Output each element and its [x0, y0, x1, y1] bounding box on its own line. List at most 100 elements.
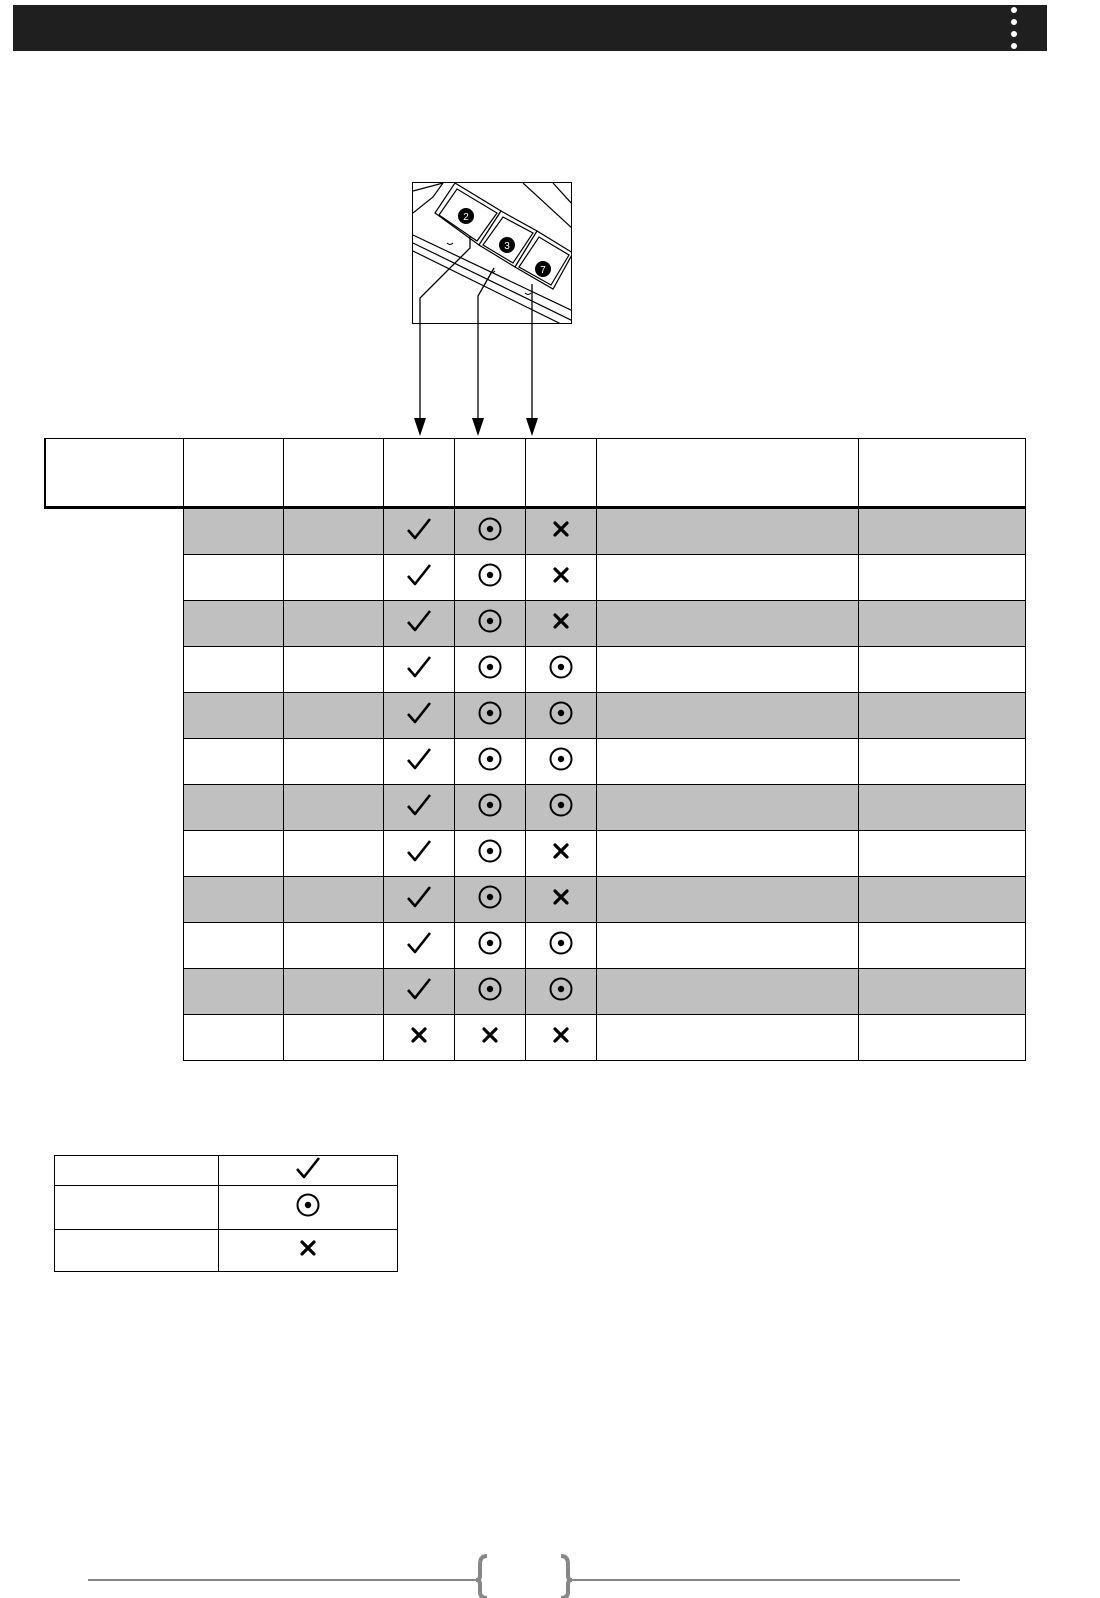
check-icon [406, 564, 431, 586]
table-cell [282, 968, 384, 1015]
symbol-cell-check [382, 600, 455, 647]
cross-icon [300, 1240, 316, 1256]
check-icon [406, 702, 431, 724]
symbol-cell-dot [453, 507, 526, 555]
table-cell [282, 507, 384, 555]
symbol-cell-check [382, 646, 455, 693]
symbol-cell-dot [453, 600, 526, 647]
blank-cell [45, 508, 183, 555]
table-cell [182, 1014, 284, 1061]
table-row [45, 507, 1026, 555]
table-cell [595, 738, 859, 785]
symbol-cell-check [382, 507, 455, 555]
dot-circle-icon [478, 517, 501, 541]
header-cell [857, 438, 1026, 509]
cross-icon [410, 1027, 427, 1043]
dot-circle-icon [478, 655, 501, 679]
symbol-cell-check [382, 968, 455, 1015]
table-cell [857, 922, 1026, 969]
svg-text:2: 2 [463, 212, 469, 223]
dot-circle-icon [549, 931, 572, 955]
table-header-row [44, 438, 1026, 509]
table-cell [857, 876, 1026, 923]
blank-cell [45, 877, 183, 923]
dot-circle-icon [549, 977, 572, 1001]
header-bar [13, 5, 1047, 51]
table-cell [182, 646, 284, 693]
dot-circle-icon [478, 793, 501, 817]
table-cell [282, 784, 384, 831]
table-cell [182, 968, 284, 1015]
symbol-legend-table [54, 1155, 398, 1272]
table-row [45, 646, 1026, 693]
symbol-cell-check [382, 692, 455, 739]
table-cell [595, 1014, 859, 1061]
blank-cell [45, 969, 183, 1015]
table-cell [857, 784, 1026, 831]
dot-circle-icon [549, 655, 572, 679]
check-icon [406, 518, 431, 540]
legend-row [54, 1185, 398, 1230]
symbol-cell-dot [453, 968, 526, 1015]
legend-label-cell [54, 1185, 219, 1230]
symbol-cell-dot [453, 646, 526, 693]
svg-text:7: 7 [540, 265, 546, 276]
badge-3-icon [499, 237, 515, 253]
remote-buttons-diagram-icon: 2 3 7 [413, 183, 571, 323]
legend-row [54, 1229, 398, 1272]
legend-label-cell [54, 1229, 219, 1272]
symbol-cell-cross [524, 554, 597, 601]
table-cell [282, 600, 384, 647]
table-row [45, 554, 1026, 601]
header-cell [595, 438, 859, 509]
compatibility-table [44, 438, 1026, 1061]
table-cell [595, 646, 859, 693]
symbol-cell-cross [453, 1014, 526, 1061]
table-cell [595, 876, 859, 923]
check-icon [406, 794, 431, 816]
table-cell [282, 646, 384, 693]
table-cell [857, 646, 1026, 693]
dot-circle-icon [549, 701, 572, 725]
right-bracket-icon [560, 1554, 573, 1598]
symbol-cell-check [382, 830, 455, 877]
cross-icon [552, 521, 569, 537]
table-cell [182, 554, 284, 601]
symbol-cell-check [382, 922, 455, 969]
table-cell [595, 600, 859, 647]
symbol-cell-check [382, 784, 455, 831]
symbol-cell-dot [453, 876, 526, 923]
table-cell [857, 968, 1026, 1015]
symbol-cell-dot [453, 554, 526, 601]
check-icon [406, 656, 431, 678]
table-row [45, 830, 1026, 877]
dot-circle-icon [549, 793, 572, 817]
symbol-cell-dot [453, 692, 526, 739]
header-cell [524, 438, 597, 509]
symbol-cell-check [382, 876, 455, 923]
table-cell [857, 738, 1026, 785]
table-cell [182, 738, 284, 785]
table-row [45, 968, 1026, 1015]
cross-icon [552, 1027, 569, 1043]
blank-cell [45, 647, 183, 693]
legend-label-cell [54, 1155, 219, 1186]
symbol-cell-dot [524, 968, 597, 1015]
check-icon [296, 1157, 321, 1179]
table-cell [595, 922, 859, 969]
dot-circle-icon [296, 1193, 320, 1217]
table-cell [595, 554, 859, 601]
blank-cell [45, 785, 183, 831]
check-icon [406, 886, 431, 908]
symbol-cell-dot [453, 784, 526, 831]
remote-buttons-diagram: 2 3 7 [412, 182, 572, 324]
header-cell [382, 438, 455, 509]
page-footer [88, 1554, 960, 1598]
header-cell [453, 438, 526, 509]
symbol-cell-cross [524, 1014, 597, 1061]
blank-cell [45, 831, 183, 877]
badge-2-icon [458, 208, 474, 224]
dot-circle-icon [478, 563, 501, 587]
dot-circle-icon [478, 747, 501, 771]
table-cell [282, 692, 384, 739]
